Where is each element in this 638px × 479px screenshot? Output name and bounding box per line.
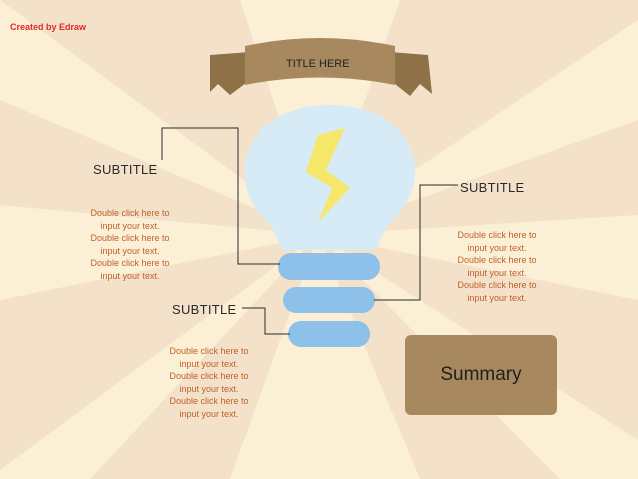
connector-bottom <box>242 308 290 334</box>
bulb-base-ring-3 <box>288 321 370 347</box>
light-bulb <box>244 105 415 347</box>
text-block-right[interactable]: Double click here to input your text. Do… <box>447 229 547 304</box>
text-block-left[interactable]: Double click here to input your text. Do… <box>80 207 180 282</box>
summary-label: Summary <box>440 364 521 386</box>
watermark-credit: Created by Edraw <box>10 22 86 32</box>
summary-box[interactable]: Summary <box>405 335 557 415</box>
subtitle-left[interactable]: SUBTITLE <box>93 162 158 177</box>
subtitle-bottom[interactable]: SUBTITLE <box>172 302 237 317</box>
diagram-title[interactable]: TITLE HERE <box>286 58 350 70</box>
text-block-bottom[interactable]: Double click here to input your text. Do… <box>159 345 259 420</box>
bulb-base-ring-1 <box>278 253 380 280</box>
bulb-base-ring-2 <box>283 287 375 313</box>
subtitle-right[interactable]: SUBTITLE <box>460 180 525 195</box>
